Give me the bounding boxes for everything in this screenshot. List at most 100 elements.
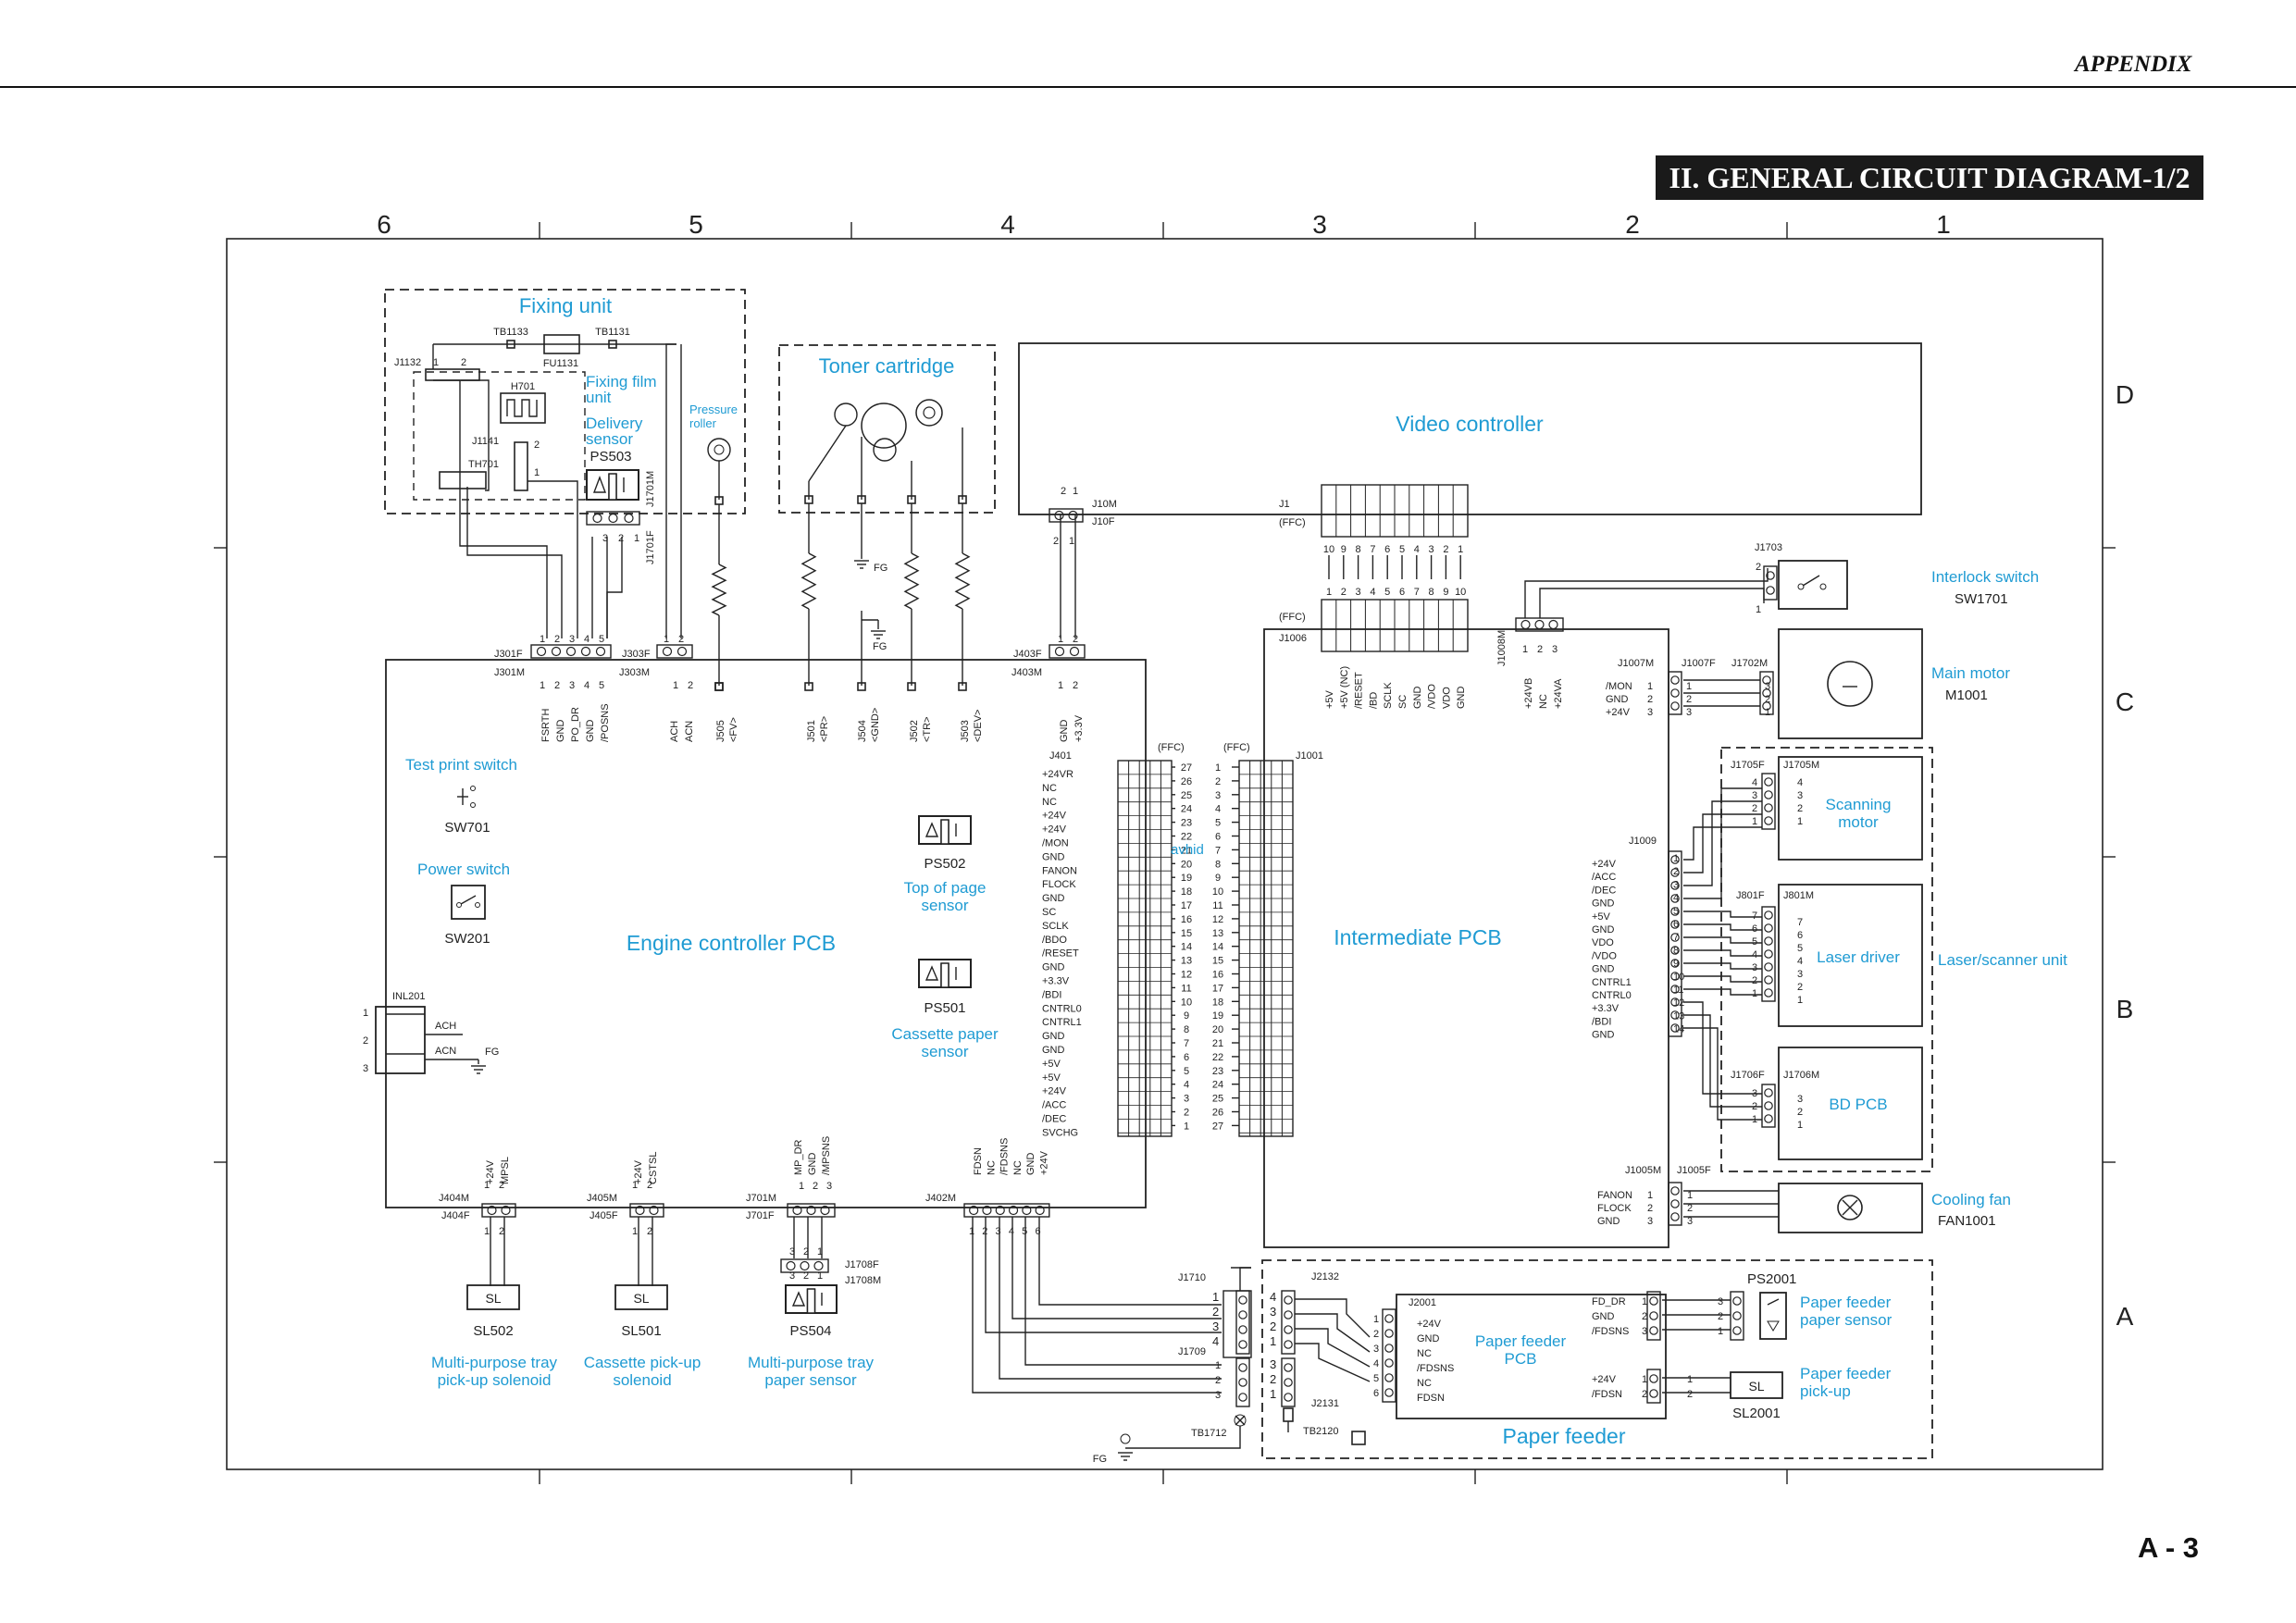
wire <box>665 343 676 638</box>
pin: 3 <box>1356 587 1361 598</box>
connector-pin <box>592 513 602 524</box>
j1005m-label: J1005M <box>1625 1165 1661 1176</box>
pin: 1 <box>484 1226 490 1237</box>
pin: 1 <box>799 1181 804 1192</box>
j401-signal: NC <box>1042 783 1057 794</box>
connector-pin <box>1670 907 1680 916</box>
j401-signal: NC <box>1042 797 1057 808</box>
pin: 1 <box>817 1270 823 1282</box>
inl201-label: INL201 <box>392 991 425 1002</box>
delivery-sensor-label: Delivery <box>586 415 643 432</box>
laser-driver-label: Laser driver <box>1817 948 1900 966</box>
j1009-signal: CNTRL0 <box>1592 990 1632 1001</box>
spring-symbol <box>711 564 727 616</box>
pin: 7 <box>1414 587 1420 598</box>
connector-pin <box>1764 1114 1773 1123</box>
j2001-signal: NC <box>1417 1378 1432 1389</box>
connector <box>1646 1291 1661 1341</box>
pin: 2 <box>1184 1108 1189 1119</box>
bd-pcb-box <box>1778 1047 1923 1160</box>
pin: 1 <box>1647 681 1653 692</box>
pin: 12 <box>1673 997 1684 1009</box>
laser-scanner-unit-label: Laser/scanner unit <box>1938 951 2067 969</box>
j2001-signal: NC <box>1417 1348 1432 1359</box>
connector-pin <box>1764 975 1773 985</box>
pin: 10 <box>1181 997 1192 1008</box>
connector-pin <box>1238 1378 1247 1387</box>
acn-label: ACN <box>435 1046 456 1057</box>
diagram-title-banner: II. GENERAL CIRCUIT DIAGRAM-1/2 <box>1656 155 2203 200</box>
interlock-switch-box <box>1778 560 1848 610</box>
connector-pin <box>1732 1296 1742 1306</box>
pin: 3 <box>1752 962 1757 973</box>
pin: 6 <box>1035 1226 1040 1237</box>
pin: 5 <box>1215 818 1221 829</box>
pin: 2 <box>1673 866 1679 877</box>
pin: 3 <box>569 680 575 691</box>
switch-symbol <box>460 895 477 905</box>
pin: 8 <box>1184 1024 1189 1035</box>
ps503-sensor-diode <box>592 476 607 493</box>
connector-pin <box>1649 1296 1658 1306</box>
pin: 2 <box>647 1226 652 1237</box>
sw201-label: SW201 <box>444 931 490 947</box>
connector-pin <box>1054 646 1065 657</box>
pin: 8 <box>1429 587 1434 598</box>
pressure-roller-symbol <box>707 438 731 462</box>
ps502-label: PS502 <box>924 856 965 872</box>
j301-signal: GND <box>585 720 596 743</box>
j10m-label: J10M <box>1092 499 1117 510</box>
connector-pin <box>806 1205 816 1216</box>
connector <box>1049 508 1084 523</box>
j401-signal: GND <box>1042 893 1065 904</box>
pin: 3 <box>1673 879 1679 890</box>
pin: 19 <box>1212 1010 1223 1022</box>
switch-symbol <box>456 902 462 908</box>
connector-pin <box>1649 1374 1658 1383</box>
j1141-connector <box>514 441 528 491</box>
pin: 3 <box>602 533 608 544</box>
pin: 27 <box>1181 762 1192 774</box>
pin: 1 <box>1270 1387 1276 1401</box>
j1008-signal: +24VA <box>1553 678 1564 709</box>
pin: 2 <box>1061 486 1066 497</box>
pin: 6 <box>1797 930 1803 941</box>
pin: 1 <box>1270 1334 1276 1348</box>
connector-pin <box>1649 1326 1658 1335</box>
connector-pin <box>536 646 547 657</box>
j1706m-label: J1706M <box>1783 1070 1819 1081</box>
terminal <box>1351 1431 1366 1445</box>
pin: 4 <box>1797 777 1803 788</box>
pin: 4 <box>1215 804 1221 815</box>
pin: 7 <box>1752 911 1757 922</box>
j1009-signal: CNTRL1 <box>1592 977 1632 988</box>
j2001-signal: FDSN <box>1417 1393 1445 1404</box>
engine-controller-title: Engine controller PCB <box>627 931 836 955</box>
pin: 6 <box>1399 587 1405 598</box>
j1710-label: J1710 <box>1178 1272 1206 1283</box>
j10f-label: J10F <box>1092 516 1115 527</box>
thermistor-symbol <box>439 471 487 489</box>
connector-pin <box>820 1205 830 1216</box>
paper-feeder-pcb-label: PCB <box>1505 1350 1537 1368</box>
sl501-name: solenoid <box>613 1371 671 1389</box>
pin: 2 <box>1687 1389 1693 1400</box>
j1009-signal: GND <box>1592 924 1615 935</box>
connector-pin <box>1670 1023 1680 1033</box>
pin: 1 <box>1765 707 1770 718</box>
tb1131-label: TB1131 <box>595 327 630 338</box>
pin: 1 <box>1215 762 1221 774</box>
pin: 2 <box>534 440 540 451</box>
main-motor-signal: /MON <box>1606 681 1632 692</box>
connector-pin <box>1284 1310 1293 1319</box>
connector-pin <box>1764 936 1773 946</box>
wire <box>972 1217 1222 1394</box>
pin: 2 <box>813 1181 818 1192</box>
j1001-label: J1001 <box>1296 750 1323 762</box>
connector-pin <box>1670 1199 1680 1208</box>
zone-column-label: 6 <box>377 210 391 239</box>
connector-pin <box>1022 1205 1032 1216</box>
cassette-paper-sensor-label: Cassette paper <box>891 1025 999 1043</box>
ps504-signal: GND <box>807 1153 818 1176</box>
video-controller-title: Video controller <box>1396 412 1544 436</box>
